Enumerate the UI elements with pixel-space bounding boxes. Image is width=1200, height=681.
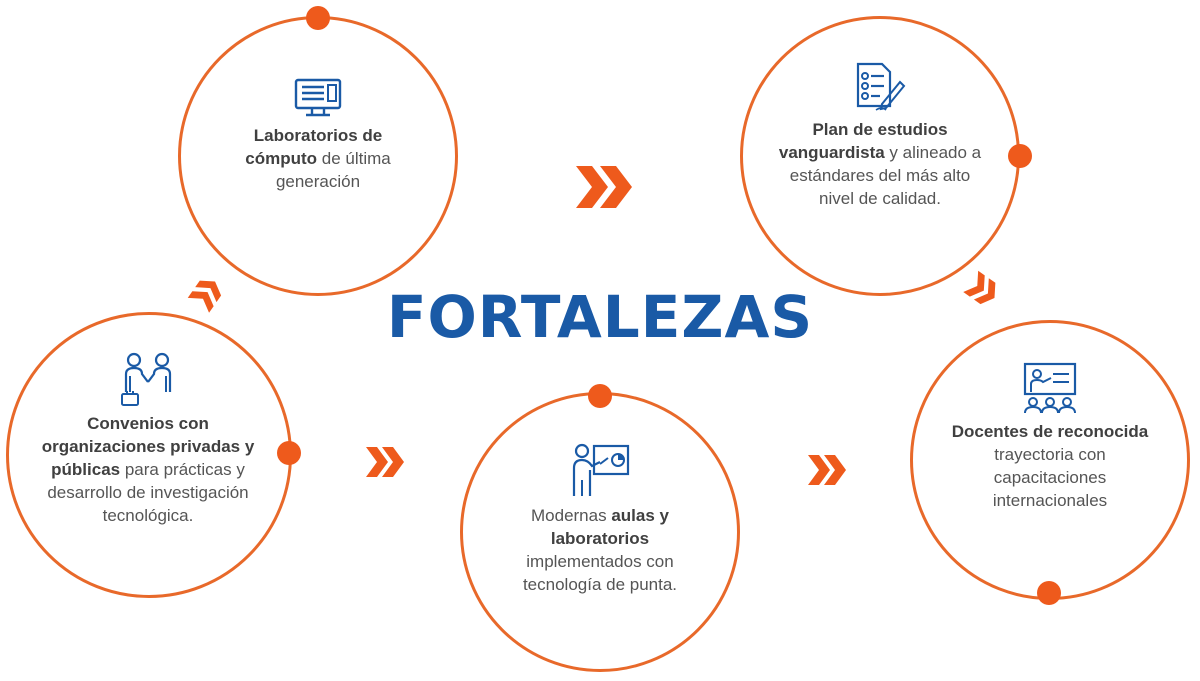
handshake-icon: [121, 352, 172, 406]
computer-monitor-icon: [294, 78, 342, 117]
connector-dot: [1008, 144, 1032, 168]
item-laboratorios-bold: Laboratorios de cómputo: [245, 126, 383, 168]
chevron-up-right-icon: [187, 280, 222, 313]
circle-docentes: [910, 320, 1190, 600]
teacher-classroom-icon: [1023, 362, 1077, 414]
chevron-right-icon: [366, 447, 404, 477]
presentation-chart-icon: [572, 443, 630, 496]
connector-dot: [306, 6, 330, 30]
connector-dot: [1037, 581, 1061, 605]
item-laboratorios-text: de última generación: [275, 149, 391, 191]
page-title: FORTALEZAS: [386, 283, 814, 351]
item-aulas-text: implementados con tecnología de punta.: [522, 552, 678, 594]
circle-aulas: [460, 392, 740, 672]
circle-convenios: [6, 312, 292, 598]
item-aulas-bold: aulas y laboratorios: [550, 506, 669, 548]
connector-dot: [588, 384, 612, 408]
item-convenios-text: para prácticas y desarrollo de investiga…: [47, 460, 249, 525]
item-convenios-bold: Convenios con organizaciones privadas y …: [41, 414, 255, 479]
chevron-right-icon: [576, 166, 632, 208]
item-plan-estudios: Plan de estudios vanguardista y alineado…: [770, 60, 990, 210]
item-aulas: Modernas aulas y laboratorios implementa…: [500, 442, 700, 596]
item-docentes: Docentes de reconocida trayectoria con c…: [940, 362, 1160, 512]
chevron-right-icon: [808, 455, 846, 485]
chevron-down-right-icon: [963, 270, 996, 305]
item-laboratorios: Laboratorios de cómputo de última genera…: [218, 78, 418, 193]
item-convenios: Convenios con organizaciones privadas y …: [28, 352, 268, 527]
item-plan-estudios-bold: Plan de estudios vanguardista: [778, 120, 948, 162]
item-plan-estudios-text: y alineado a estándares del más alto niv…: [789, 143, 982, 208]
connector-dot: [277, 441, 301, 465]
checklist-pen-icon: [856, 62, 906, 111]
item-docentes-bold: Docentes de reconocida: [951, 422, 1149, 441]
item-aulas-pre: Modernas: [531, 506, 612, 525]
item-docentes-text: trayectoria con capacitaciones internaci…: [992, 445, 1108, 510]
circle-laboratorios: [178, 16, 458, 296]
